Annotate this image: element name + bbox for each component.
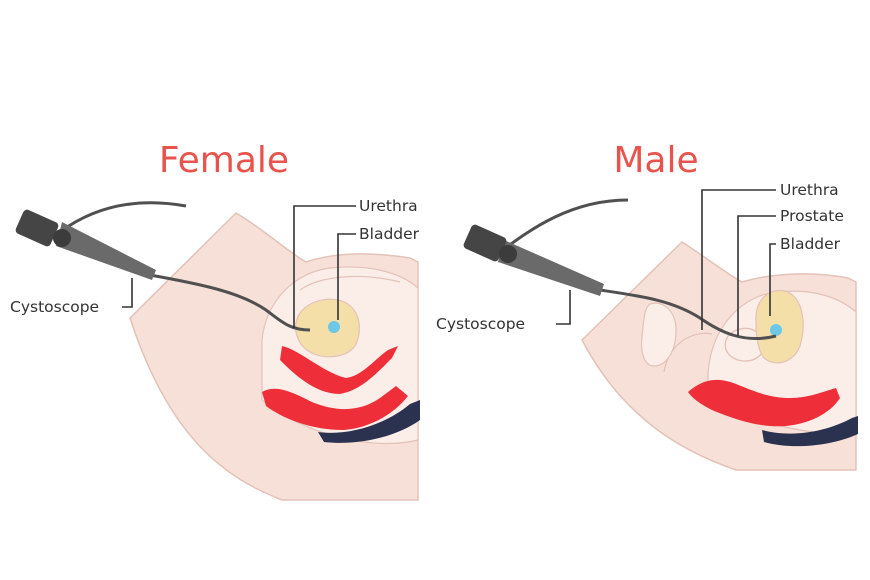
female-red-organ-upper — [280, 346, 398, 394]
female-outline-contour — [299, 275, 401, 291]
male-cystoscope — [463, 198, 777, 341]
male-rectum — [762, 416, 858, 447]
female-bladder — [295, 298, 360, 358]
male-scope-cable — [499, 198, 629, 254]
female-scope-tube — [149, 273, 311, 332]
male-label-urethra: Urethra — [780, 181, 839, 199]
male-external-contour — [640, 302, 677, 367]
male-urethra-leader — [701, 189, 776, 330]
male-scope-body — [498, 240, 604, 296]
female-panel: Female Urethra Bladder Cystoscope — [10, 140, 420, 501]
male-label-bladder: Bladder — [780, 235, 841, 253]
female-urethra-leader — [293, 205, 356, 328]
male-scope-eyepiece — [463, 224, 507, 262]
female-cystoscope — [15, 201, 311, 332]
female-scope-body — [56, 222, 156, 280]
female-scope-knob — [53, 229, 71, 247]
female-cystoscope-leader — [122, 278, 133, 308]
male-bladder-fluid — [770, 324, 782, 336]
male-label-cystoscope: Cystoscope — [436, 315, 525, 333]
male-prostate-leader — [737, 215, 776, 336]
male-panel: Male Urethra Prostate Bladd — [436, 140, 858, 471]
male-scope-knob — [499, 245, 517, 263]
female-rectum — [318, 400, 420, 443]
female-title: Female — [159, 140, 289, 181]
female-scope-eyepiece — [15, 209, 59, 247]
male-outline-contour — [663, 332, 713, 373]
female-label-urethra: Urethra — [359, 197, 418, 215]
female-red-organ-lower — [262, 386, 408, 430]
female-scope-cable — [59, 201, 187, 234]
male-red-organ — [688, 379, 840, 427]
male-cystoscope-leader — [556, 290, 571, 325]
female-label-bladder: Bladder — [359, 225, 420, 243]
male-label-prostate: Prostate — [780, 207, 844, 225]
male-scope-tube — [599, 288, 777, 341]
male-bladder-leader — [769, 243, 776, 316]
female-bladder-fluid — [328, 321, 340, 333]
female-bladder-leader — [337, 233, 356, 320]
female-label-cystoscope: Cystoscope — [10, 298, 99, 316]
male-title: Male — [613, 140, 698, 181]
